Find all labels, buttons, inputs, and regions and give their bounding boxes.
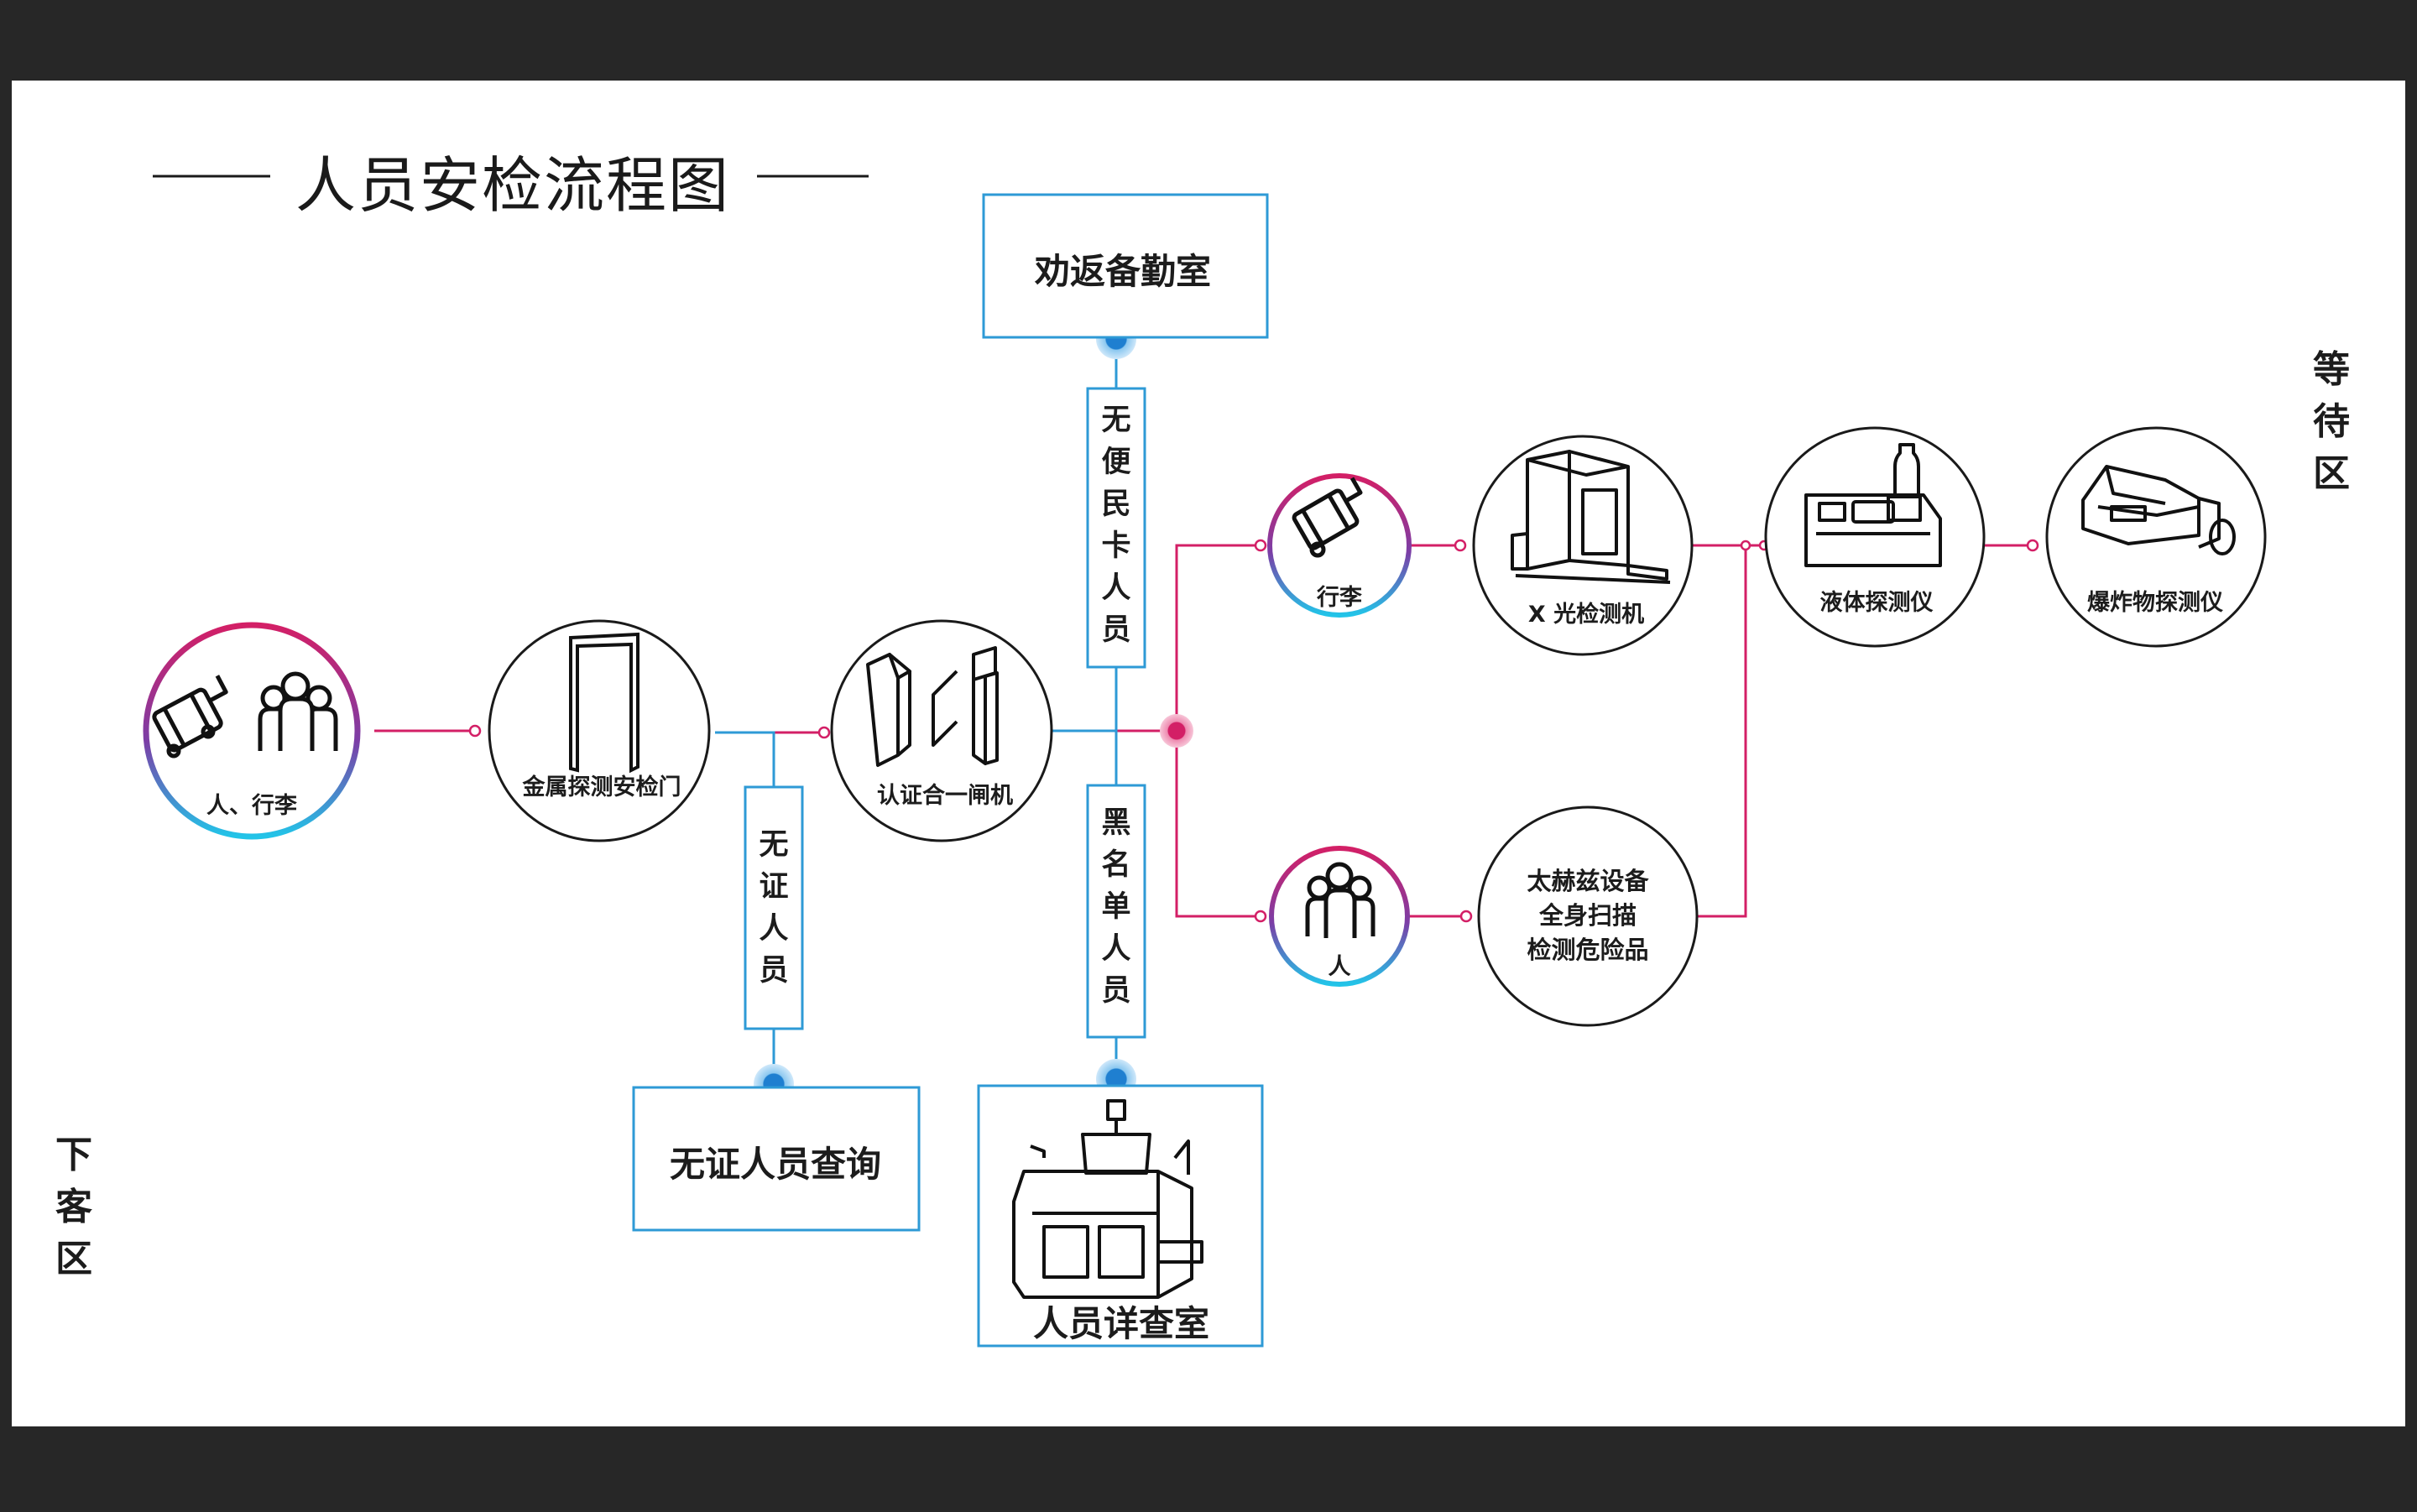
terahertz-line-1: 太赫兹设备 [1527,867,1649,895]
terahertz-line-2: 全身扫描 [1538,901,1637,930]
terahertz-label: 太赫兹设备 全身扫描 检测危险品 [1527,864,1648,967]
metal-gate-label: 金属探测安检门 [522,774,681,800]
no-pass-branch-label: 无 便 民 卡 人 员 [1101,404,1131,647]
terahertz-line-3: 检测危险品 [1527,936,1649,964]
connector-terahertz-merge [1694,545,1747,918]
junction-dot [1160,714,1193,748]
luggage-icon [152,675,228,759]
inspection-room-box [977,1084,1264,1348]
explosive-node [2045,426,2267,648]
no-id-branch-label: 无 证 人 员 [759,828,789,988]
zone-label-waiting: 等 待 区 [2313,348,2350,495]
branch-line-no-id [715,731,775,787]
turnstile-label: 认证合一闸机 [877,783,1013,809]
inspection-room-label: 人员详查室 [1032,1303,1210,1344]
persuade-room-box [982,193,1269,339]
people-icon [1305,862,1376,938]
xray-machine-icon [1511,450,1671,584]
blacklist-label-box [1086,784,1146,1039]
no-id-query-label: 无证人员查询 [669,1144,882,1185]
no-pass-label-box [1086,387,1146,669]
people-icon [258,671,338,751]
no-id-query-box [632,1086,921,1232]
persuade-room-label: 劝返备勤室 [1034,251,1212,292]
explosive-label: 爆炸物探测仪 [2087,590,2223,616]
xray-label: X 光检测机 [1527,602,1645,628]
liquid-detector-icon [1804,443,1942,567]
page-title: 人员安检流程图 [295,150,731,221]
zone-label-dropoff: 下 客 区 [55,1134,92,1280]
luggage-label: 行李 [1317,585,1362,611]
turnstile-gate-icon [866,646,999,767]
person-label: 人 [1328,954,1351,980]
liquid-label: 液体探测仪 [1819,590,1934,616]
inspection-machine-icon [1012,1099,1203,1299]
explosive-detector-icon [2081,465,2236,555]
metal-detector-gate-icon [569,632,639,774]
metal-gate-node [488,619,711,842]
start-node-label: 人、行李 [206,793,297,819]
suitcase-icon [1292,477,1363,558]
no-id-label-box [744,785,804,1030]
liquid-node [1764,426,1986,648]
blacklist-branch-label: 黑 名 单 人 员 [1101,806,1131,1008]
terahertz-node [1477,806,1699,1027]
